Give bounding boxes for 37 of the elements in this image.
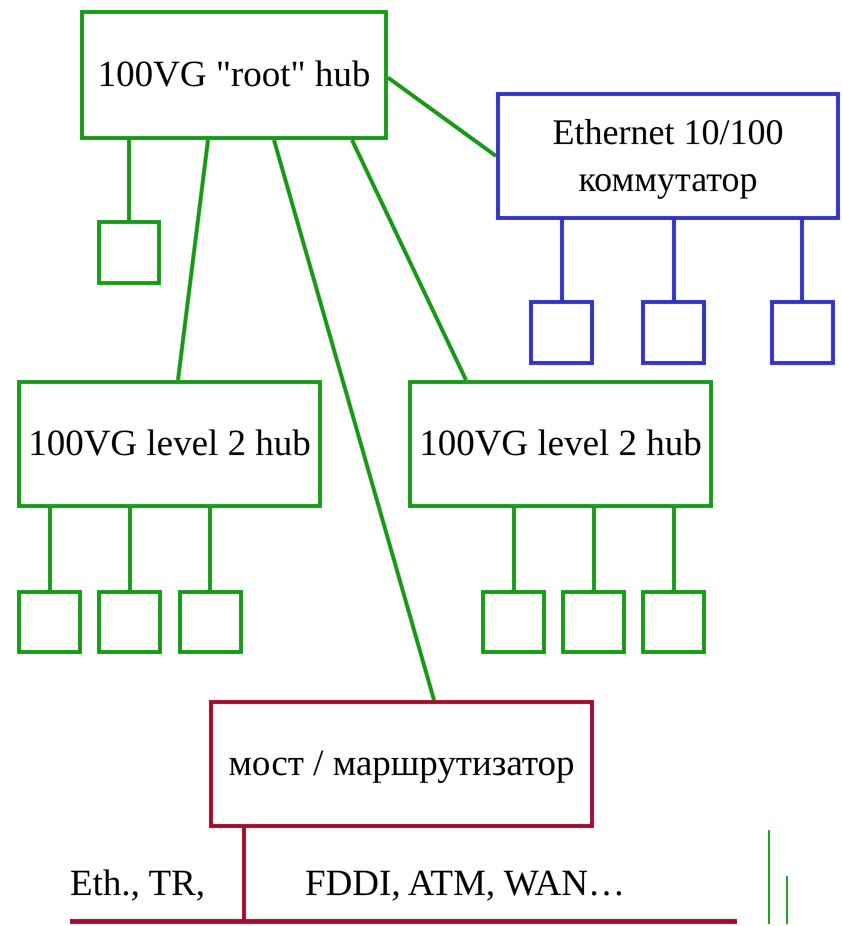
device-box	[770, 300, 835, 365]
node-label: мост / маршрутизатор	[228, 742, 575, 786]
node-label: Ethernet 10/100 коммутатор	[552, 111, 784, 201]
connector-line	[242, 828, 246, 919]
device-box	[529, 300, 594, 365]
connector-line	[560, 220, 564, 300]
connector-line	[127, 140, 131, 220]
node-label: 100VG level 2 hub	[28, 422, 311, 466]
connector-line	[48, 508, 52, 590]
switch-box	[496, 92, 840, 220]
device-box	[641, 590, 706, 654]
connector-line	[512, 508, 516, 590]
hub-box	[80, 10, 388, 140]
connector-line	[386, 76, 498, 158]
connector-line	[272, 139, 436, 701]
router-box	[209, 700, 594, 828]
device-box	[17, 590, 82, 654]
connector-line	[592, 508, 596, 590]
device-box	[641, 300, 706, 365]
device-box	[97, 590, 162, 654]
network-types-label: Eth., TR,	[70, 862, 205, 905]
device-box	[561, 590, 626, 654]
connector-line	[800, 220, 804, 300]
connector-line	[672, 508, 676, 590]
node-label: 100VG level 2 hub	[419, 422, 702, 466]
connector-line	[176, 140, 210, 380]
connector-line	[672, 220, 676, 300]
network-types-label: FDDI, ATM, WAN…	[305, 862, 626, 905]
hub-box	[408, 380, 713, 508]
hub-box	[17, 380, 322, 508]
device-box	[97, 220, 161, 285]
node-label: 100VG "root" hub	[98, 52, 370, 97]
device-box	[481, 590, 546, 654]
connector-line	[208, 508, 212, 590]
connector-line	[128, 508, 132, 590]
connector-line	[350, 139, 468, 381]
device-box	[178, 590, 243, 654]
